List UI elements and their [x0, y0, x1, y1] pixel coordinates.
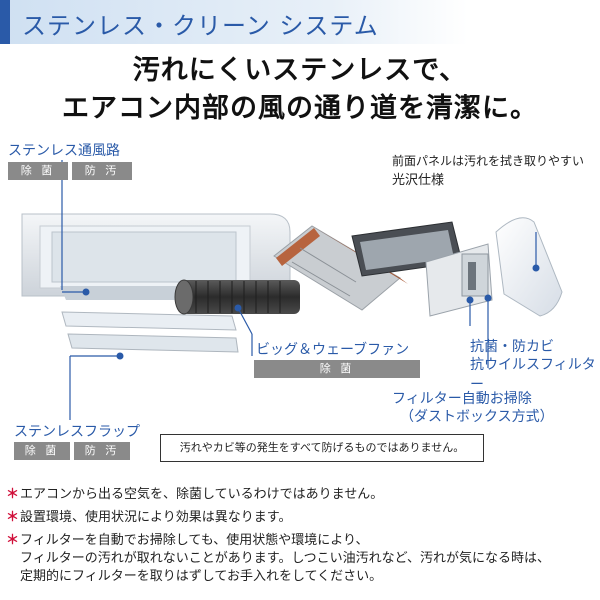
callout-dots [82, 264, 540, 360]
footnote-text: フィルターを自動でお掃除しても、使用状態や環境により、 [20, 533, 369, 548]
airway-label: ステンレス通風路 [8, 143, 120, 159]
header-band [0, 0, 600, 44]
headline-line-2: エアコン内部の風の通り道を清潔に。 [62, 93, 538, 124]
footnote-text: フィルターの汚れが取れないことがあります。しつこい油汚れなど、汚れが気になる時は… [20, 551, 551, 566]
panel-label-line-1: 前面パネルは汚れを拭き取りやすい [392, 154, 585, 168]
footnote-mark: ＊ [6, 510, 20, 525]
callout-lines [61, 160, 537, 420]
footnote-text: エアコンから出る空気を、除菌しているわけではありません。 [20, 487, 384, 502]
filter-coating-label-line-2: 抗ウイルスフィルター [470, 357, 596, 393]
footnote-1: ＊ エアコンから出る空気を、除菌しているわけではありません。 [6, 486, 596, 504]
footnote-mark: ＊ [6, 487, 20, 502]
panel-label-line-2: 光沢仕様 [392, 173, 445, 188]
airway-tag-antifouling: 防 汚 [72, 162, 132, 180]
flap-tag-antifouling: 防 汚 [74, 442, 130, 460]
auto-clean-module [425, 243, 493, 317]
cross-flow-fan [174, 279, 300, 315]
notice-box: 汚れやカビ等の発生をすべて防げるものではありません。 [160, 434, 484, 462]
header-title: ステンレス・クリーン システム [22, 12, 379, 40]
front-panel [495, 217, 563, 317]
filter-coating-label-line-1: 抗菌・防カビ [470, 339, 554, 355]
auto-clean-label-line-1: フィルター自動お掃除 [392, 391, 532, 407]
footnote-2: ＊ 設置環境、使用状況により効果は異なります。 [6, 509, 596, 527]
airway-tag-sterilize: 除 菌 [8, 162, 68, 180]
footnotes: ＊ エアコンから出る空気を、除菌しているわけではありません。 ＊ 設置環境、使用… [6, 486, 596, 591]
flap-tag-sterilize: 除 菌 [14, 442, 70, 460]
heat-exchanger [273, 225, 408, 311]
auto-clean-label-line-2: （ダストボックス方式） [400, 409, 554, 425]
fan-label: ビッグ＆ウェーブファン [256, 342, 410, 358]
footnote-text: 設置環境、使用状況により効果は異なります。 [20, 510, 292, 525]
header-accent-bar [0, 0, 10, 44]
headline-line-1: 汚れにくいステンレスで、 [132, 55, 468, 86]
footnote-text: 定期的にフィルターを取りはずしてお手入れをしてください。 [20, 569, 383, 584]
flap-assembly [61, 311, 239, 353]
footnote-3: ＊ フィルターを自動でお掃除しても、使用状態や環境により、 フィルターの汚れが取… [6, 532, 596, 586]
fan-tag-sterilize: 除 菌 [254, 360, 420, 378]
flap-label: ステンレスフラップ [14, 424, 140, 440]
footnote-mark: ＊ [6, 533, 20, 548]
